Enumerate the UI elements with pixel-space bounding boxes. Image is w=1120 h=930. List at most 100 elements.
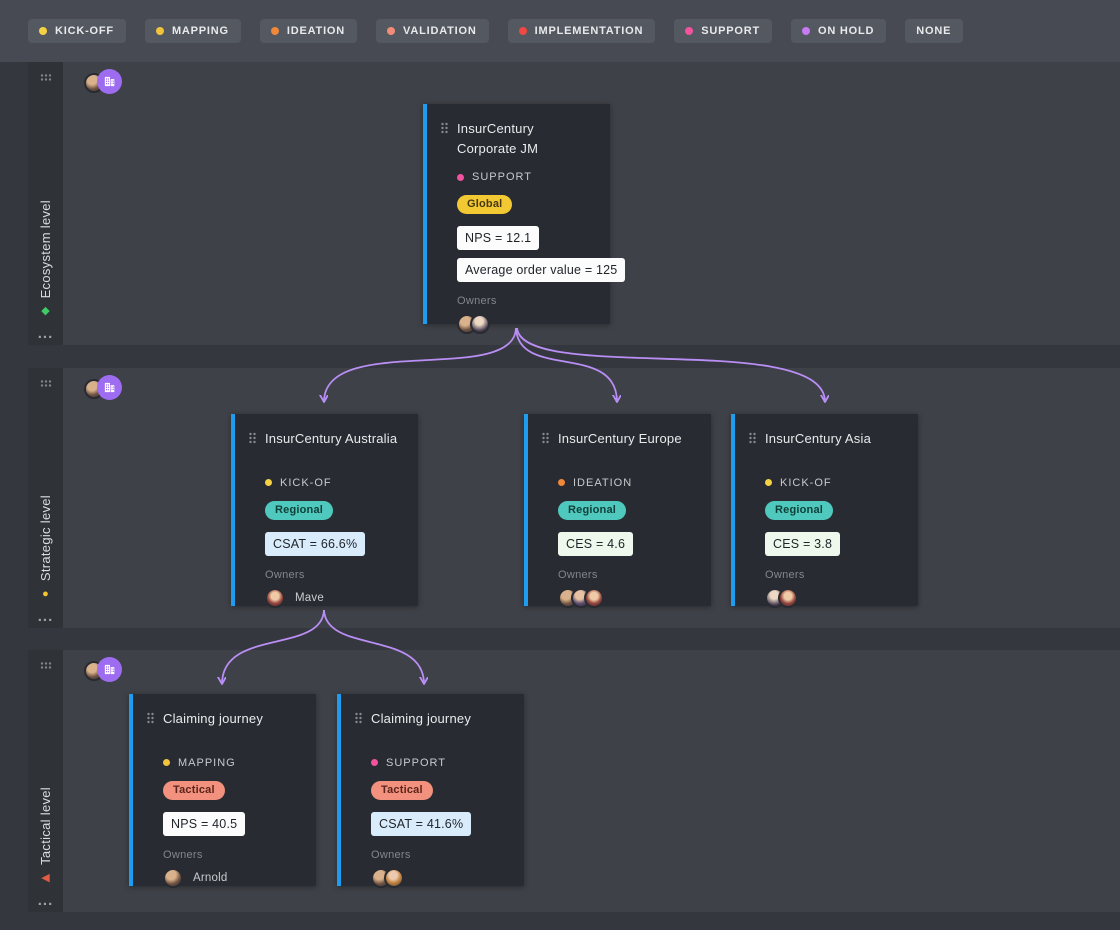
card-title: InsurCentury Corporate JM (457, 121, 539, 156)
triangle-icon: ◀ (41, 872, 50, 884)
lane-label: Tactical level ◀ (38, 669, 53, 884)
lane-canvas: InsurCentury Corporate JM SUPPORT Global… (63, 62, 1120, 345)
status-dot-icon (371, 759, 378, 766)
owners-label: Owners (457, 295, 497, 307)
lane-canvas: InsurCentury Australia KICK-OF Regional … (63, 368, 1120, 628)
legend-chip-label: MAPPING (171, 25, 229, 37)
building-icon (104, 382, 115, 393)
card-metrics: CES = 4.6 (558, 531, 701, 556)
scope-badge: Regional (265, 500, 334, 520)
metric-value: Average order value = 125 (457, 258, 626, 282)
owners-row (457, 314, 600, 334)
lane-menu-button[interactable]: ... (37, 892, 54, 909)
legend-chip-validation[interactable]: VALIDATION (376, 19, 489, 43)
scope-badge: Regional (765, 500, 834, 520)
card-drag-handle-icon[interactable] (147, 712, 154, 724)
lane-tactical-level: Tactical level ◀ ... Claiming journey MA… (28, 650, 1120, 912)
metric-value: CSAT = 66.6% (265, 531, 366, 556)
journey-card-insurcentury-europe[interactable]: InsurCentury Europe IDEATION Regional CE… (524, 414, 711, 608)
avatar (584, 587, 604, 608)
lane-owner-badge[interactable] (84, 657, 126, 684)
card-status: KICK-OF (765, 477, 908, 489)
lane-drag-handle-icon[interactable] (40, 74, 52, 81)
status-dot-icon (765, 479, 772, 486)
avatar (265, 587, 285, 608)
owners-label: Owners (265, 568, 305, 581)
card-metrics: NPS = 12.1 Average order value = 125 (457, 226, 626, 282)
card-title: InsurCentury Asia (765, 431, 872, 446)
owners-row: Mave (265, 587, 408, 608)
legend-chip-label: ON HOLD (817, 25, 875, 37)
lane-header-strip: Tactical level ◀ ... (28, 650, 63, 912)
status-dot-icon (801, 27, 810, 35)
lane-label: Strategic level ● (38, 387, 53, 600)
card-status-label: SUPPORT (472, 171, 532, 183)
journey-card-claiming-journey-1[interactable]: Claiming journey MAPPING Tactical NPS = … (129, 694, 316, 888)
legend-chip-label: KICK-OFF (55, 25, 114, 37)
card-metrics: CSAT = 66.6% (265, 531, 408, 556)
card-title: InsurCentury Australia (265, 431, 398, 446)
building-icon (104, 664, 115, 675)
status-dot-icon (457, 173, 464, 181)
owner-name: Arnold (193, 871, 228, 884)
card-metrics: CSAT = 41.6% (371, 811, 514, 836)
legend-chip-none[interactable]: NONE (905, 19, 964, 43)
card-status-label: KICK-OF (280, 476, 332, 489)
card-drag-handle-icon[interactable] (542, 432, 549, 444)
legend-chip-implementation[interactable]: IMPLEMENTATION (507, 19, 656, 43)
card-title: InsurCentury Europe (558, 431, 682, 446)
metric-value: NPS = 12.1 (457, 226, 540, 250)
owners-row (558, 587, 701, 608)
owners-label: Owners (163, 848, 203, 861)
metric-value: CSAT = 41.6% (371, 811, 472, 836)
card-status-label: KICK-OF (780, 476, 832, 489)
card-status: SUPPORT (457, 171, 600, 183)
lane-owner-badge[interactable] (84, 375, 126, 402)
owners-row (371, 867, 514, 888)
metric-value: CES = 4.6 (558, 531, 634, 556)
legend-chip-ideation[interactable]: IDEATION (259, 19, 358, 43)
card-drag-handle-icon[interactable] (355, 712, 362, 724)
scope-badge: Tactical (371, 780, 433, 800)
journey-card-claiming-journey-2[interactable]: Claiming journey SUPPORT Tactical CSAT =… (337, 694, 524, 888)
lane-menu-button[interactable]: ... (37, 325, 54, 342)
lane-canvas: Claiming journey MAPPING Tactical NPS = … (63, 650, 1120, 912)
status-dot-icon (39, 27, 47, 35)
circle-icon: ● (42, 588, 49, 600)
journey-card-insurcentury-australia[interactable]: InsurCentury Australia KICK-OF Regional … (231, 414, 418, 608)
avatar (778, 587, 798, 608)
status-dot-icon (163, 759, 170, 766)
card-status-label: SUPPORT (386, 756, 446, 769)
card-drag-handle-icon[interactable] (441, 122, 448, 134)
legend-chip-support[interactable]: SUPPORT (674, 19, 772, 43)
lane-menu-button[interactable]: ... (37, 608, 54, 625)
owners-label: Owners (765, 568, 805, 581)
lane-header-strip: Ecosystem level ◆ ... (28, 62, 63, 345)
lane-header-strip: Strategic level ● ... (28, 368, 63, 628)
legend-chip-label: NONE (916, 25, 952, 37)
status-dot-icon (518, 27, 527, 35)
card-status-label: IDEATION (573, 476, 633, 489)
owners-row (765, 587, 908, 608)
owner-name: Mave (295, 591, 324, 604)
card-metrics: NPS = 40.5 (163, 811, 306, 836)
lane-drag-handle-icon[interactable] (40, 380, 52, 387)
lane-owner-badge[interactable] (84, 69, 126, 96)
legend-chip-kick-off[interactable]: KICK-OFF (28, 19, 126, 43)
legend-chip-on-hold[interactable]: ON HOLD (790, 19, 887, 43)
owners-label: Owners (371, 848, 411, 861)
lane-drag-handle-icon[interactable] (40, 662, 52, 669)
journey-card-insurcentury-asia[interactable]: InsurCentury Asia KICK-OF Regional CES =… (731, 414, 918, 608)
lane-label-text: Strategic level (38, 494, 53, 581)
scope-badge: Tactical (163, 780, 225, 800)
avatar (163, 867, 183, 888)
card-drag-handle-icon[interactable] (249, 432, 256, 444)
card-drag-handle-icon[interactable] (749, 432, 756, 444)
card-status-label: MAPPING (178, 756, 236, 769)
card-status: KICK-OF (265, 477, 408, 489)
legend-chip-mapping[interactable]: MAPPING (144, 19, 241, 43)
journey-card-insurcentury-corporate[interactable]: InsurCentury Corporate JM SUPPORT Global… (423, 104, 626, 334)
status-dot-icon (558, 479, 565, 486)
avatar (470, 314, 490, 334)
